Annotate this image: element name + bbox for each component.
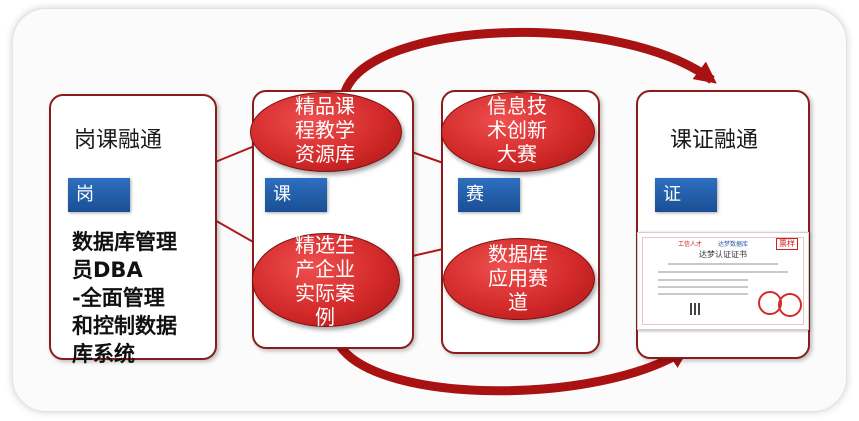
oval-label-enterprise-cases: 精选生 产企业 实际案 例 — [252, 233, 398, 329]
column-title-position-course: 岗课融通 — [74, 128, 163, 153]
oval-text-line: 例 — [315, 305, 335, 329]
certificate-logo-right: 达梦数据库 — [718, 241, 749, 248]
oval-text-line: 精选生 — [295, 233, 355, 257]
certificate-sample-mark: 票样 — [776, 238, 798, 250]
oval-label-quality-course-resource: 精品课 程教学 资源库 — [250, 94, 400, 166]
oval-text-line: 数据库 — [488, 242, 548, 266]
bottom-arc-arrow — [336, 343, 691, 396]
oval-enterprise-cases — [252, 233, 400, 327]
description-line: 数据库管理 — [72, 230, 177, 254]
tag-contest: 赛 — [458, 178, 520, 212]
column-title-course-certificate: 课证融通 — [670, 128, 759, 153]
tag-position: 岗 — [68, 178, 130, 212]
certificate-text-line — [668, 263, 778, 265]
certificate-logo-left: 工信人才 — [678, 241, 703, 248]
certificate-seal-icon — [778, 293, 802, 317]
description-line: 员DBA — [72, 258, 143, 282]
certificate-text-line — [658, 286, 748, 288]
certificate-qr-code — [690, 303, 702, 315]
description-line: 库系统 — [72, 342, 135, 366]
oval-quality-course-resource — [250, 92, 402, 172]
oval-text-line: 程教学 — [295, 118, 355, 142]
oval-text-line: 资源库 — [295, 142, 355, 166]
position-description: 数据库管理 员DBA -全面管理 和控制数据 库系统 — [72, 228, 217, 368]
oval-label-database-track: 数据库 应用赛 道 — [443, 242, 593, 314]
oval-text-line: 精品课 — [295, 94, 355, 118]
oval-text-line: 应用赛 — [488, 266, 548, 290]
tag-certificate: 证 — [655, 178, 717, 212]
oval-text-line: 信息技 — [487, 94, 547, 118]
oval-label-it-innovation-contest: 信息技 术创新 大赛 — [441, 94, 593, 166]
top-arc-arrow — [340, 27, 717, 94]
certificate-text-line — [658, 293, 748, 295]
description-line: -全面管理 — [72, 286, 165, 310]
description-line: 和控制数据 — [72, 314, 177, 338]
oval-database-track — [443, 238, 595, 320]
certificate-text-line — [658, 279, 748, 281]
oval-text-line: 术创新 — [487, 118, 547, 142]
column-position — [49, 94, 217, 360]
certificate-border — [642, 237, 804, 325]
oval-it-innovation-contest — [441, 92, 595, 172]
tag-course: 课 — [265, 178, 327, 212]
oval-text-line: 大赛 — [497, 142, 537, 166]
oval-text-line: 产企业 — [295, 257, 355, 281]
oval-text-line: 实际案 — [295, 281, 355, 305]
oval-text-line: 道 — [508, 290, 528, 314]
certificate-image: 工信人才 达梦数据库 票样 达梦认证证书 — [637, 232, 809, 330]
certificate-text-line — [658, 271, 788, 273]
certificate-title: 达梦认证证书 — [699, 250, 747, 259]
